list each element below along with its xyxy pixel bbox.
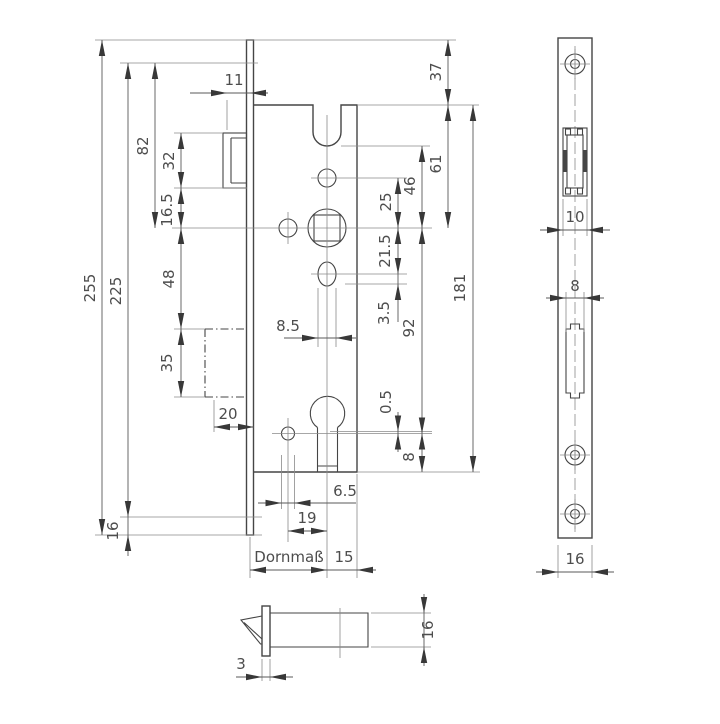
dim-label: 82 — [134, 136, 152, 155]
dim-label: 16 — [565, 550, 584, 568]
dim-slot-width-8_5: 8.5 — [276, 317, 356, 342]
dim-label: 21.5 — [376, 234, 394, 267]
dim-bottom-end-16: 16 — [104, 517, 132, 556]
screw-hole-top — [560, 49, 590, 79]
screw-hole-middle — [560, 440, 590, 470]
dim-label: 3 — [236, 655, 246, 673]
dim-hole-dia-6_5: 6.5 — [258, 482, 357, 507]
dim-follower-to-deadbolt-48: 48 — [160, 228, 185, 329]
extension-lines — [95, 39, 480, 578]
dim-label: 92 — [400, 318, 418, 337]
dim-label: 46 — [401, 176, 419, 195]
dim-screw-spacing-225: 225 — [107, 63, 132, 517]
dim-follower-to-cylinder-92: 92 — [400, 228, 426, 434]
dim-label: 32 — [160, 151, 178, 170]
dim-deadbolt-throw-20: 20 — [214, 405, 254, 431]
dim-label: 20 — [218, 405, 237, 423]
dim-label: 181 — [451, 274, 469, 303]
dim-label: 19 — [297, 509, 316, 527]
faceplate-view: 10 8 16 — [536, 37, 614, 578]
lock-case-outline — [253, 104, 358, 473]
dim-follower-to-slot-21_5: 21.5 — [376, 228, 402, 274]
dim-top-to-follower-82: 82 — [134, 63, 159, 228]
dim-plate-thickness-3: 3 — [236, 655, 293, 681]
latch-bolt — [222, 132, 248, 189]
dim-slot-offset-3_5: 3.5 — [375, 274, 402, 325]
latch-bevel — [239, 615, 263, 645]
dim-cylinder-to-bottom-8: 8 — [400, 433, 426, 472]
faceplate-outline — [245, 39, 255, 536]
dim-label: 6.5 — [333, 482, 357, 500]
dim-label: 37 — [427, 62, 445, 81]
dim-label: 61 — [427, 154, 445, 173]
dim-label: 8 — [400, 452, 418, 462]
main-view: 255 225 16 82 32 — [81, 39, 480, 578]
dim-latch-width-10: 10 — [540, 199, 610, 236]
dim-label: 225 — [107, 277, 125, 306]
dim-case-height-181: 181 — [451, 105, 477, 472]
dim-hole-to-follower-25: 25 — [377, 178, 402, 228]
dim-label: 8.5 — [276, 317, 300, 335]
dim-label: 8 — [570, 277, 580, 295]
dim-label: 3.5 — [375, 301, 393, 325]
dim-backset-dornmass: Dornmaß 15 — [250, 548, 376, 574]
screw-hole-bottom — [560, 499, 590, 529]
dim-label: 16 — [104, 521, 122, 540]
plate-section — [261, 605, 271, 657]
dim-notch-to-follower-46: 46 — [401, 146, 426, 228]
dim-label: 16 — [419, 620, 437, 639]
dim-total-height-255: 255 — [81, 40, 106, 535]
dim-plate-width-16: 16 — [536, 545, 614, 578]
dim-label: 16.5 — [158, 193, 176, 226]
latch-body — [270, 612, 369, 648]
dim-hole-to-axis-19: 19 — [288, 509, 327, 535]
dim-label: 11 — [224, 71, 243, 89]
dim-label: 48 — [160, 269, 178, 288]
dim-latch-height-16: 16 — [371, 594, 437, 666]
dim-bolt-slot-width-8: 8 — [546, 277, 604, 332]
dim-label: 35 — [158, 353, 176, 372]
dim-deadbolt-height-35: 35 — [158, 329, 185, 397]
dim-cylinder-offset-0_5: 0.5 — [377, 390, 402, 452]
cylinder-hole — [309, 395, 346, 472]
dim-latch-projection-11: 11 — [190, 71, 268, 97]
dim-label-backset: Dornmaß — [254, 548, 323, 566]
deadbolt-hidden-outline — [204, 328, 247, 398]
dim-label-15: 15 — [334, 548, 353, 566]
dim-top-overhang-37: 37 — [427, 40, 452, 105]
dim-label: 25 — [377, 192, 395, 211]
latch-opening — [562, 127, 588, 197]
dim-label: 0.5 — [377, 390, 395, 414]
dim-latch-height-32: 32 — [160, 133, 185, 188]
dim-label: 10 — [565, 208, 584, 226]
dim-case-top-to-follower-61: 61 — [427, 105, 452, 228]
dim-label: 255 — [81, 274, 99, 303]
dim-latch-to-follower-16_5: 16.5 — [158, 188, 185, 228]
latch-detail-view: 16 3 — [236, 594, 437, 681]
faceplate-front-outline — [557, 37, 593, 539]
